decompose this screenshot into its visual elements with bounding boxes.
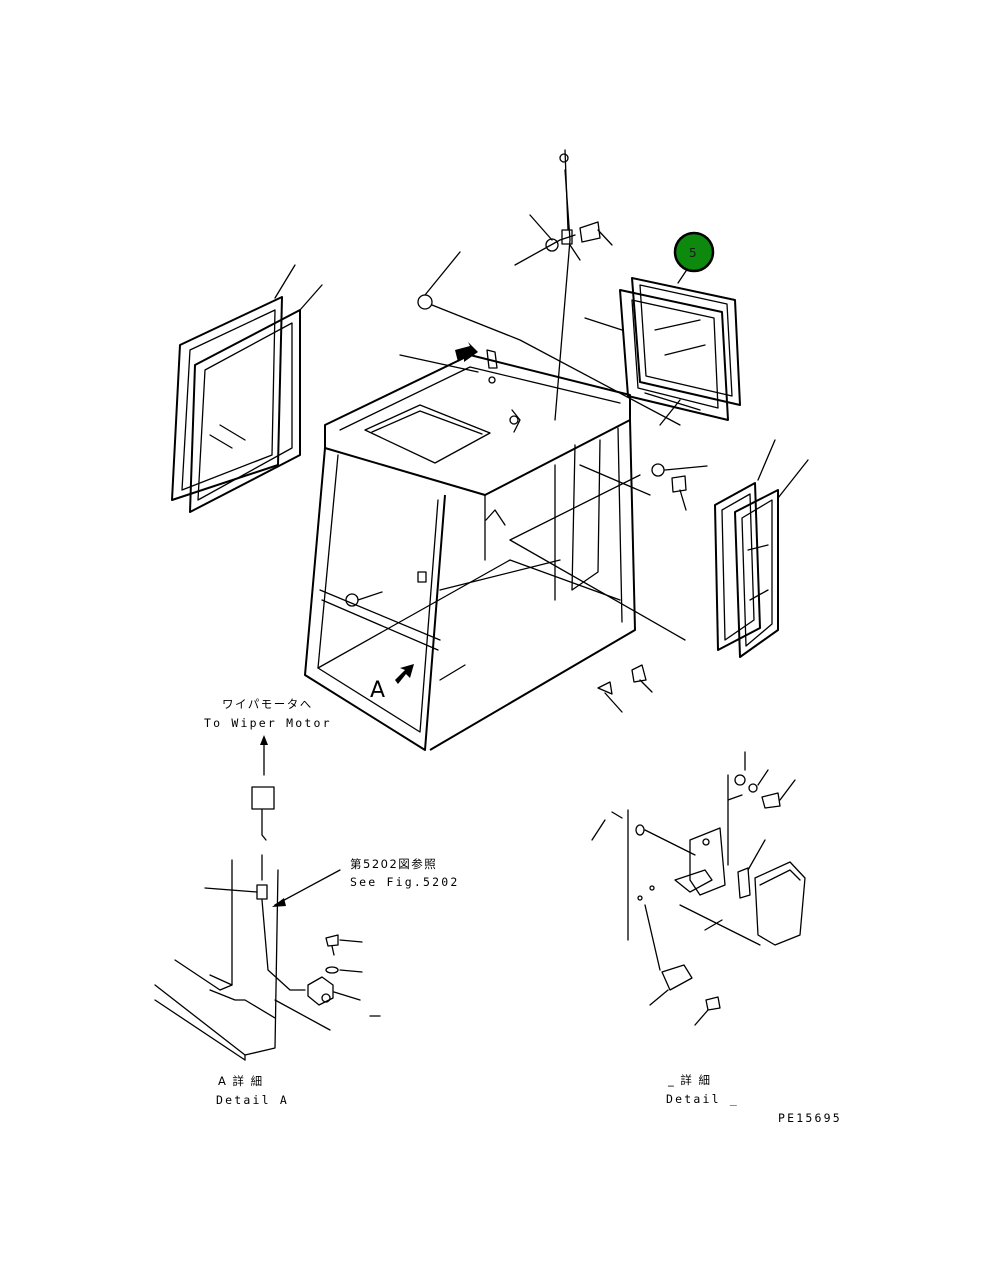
drawing-number: PE15695 [778,1111,842,1125]
cab-frame [304,354,686,751]
detail-lamp-drawing [591,751,806,1026]
callout-circle [673,231,715,273]
detail-b-en: Detail _ [666,1092,739,1106]
wiper-label-jp: ワイパモータへ [222,697,313,711]
detail-a-en: Detail A [216,1093,289,1107]
callout-5[interactable]: 5 [673,231,715,273]
detail-a-drawing [154,735,381,1061]
left-side-window [171,264,323,513]
wiper-label-en: To Wiper Motor [204,716,332,730]
view-arrow-a [395,664,414,684]
view-letter-a: A [370,678,385,703]
wiper-assembly [417,149,681,526]
rear-window [584,261,741,426]
callout-number: 5 [689,246,697,260]
see-fig-jp: 第5202図参照 [350,857,437,871]
view-arrow-top [455,342,478,362]
side-bolts [345,463,708,713]
detail-a-jp: A 詳 細 [218,1074,264,1088]
right-side-window [714,439,809,658]
see-fig-en: See Fig.5202 [350,875,459,889]
detail-b-jp: _ 詳 細 [667,1073,712,1087]
